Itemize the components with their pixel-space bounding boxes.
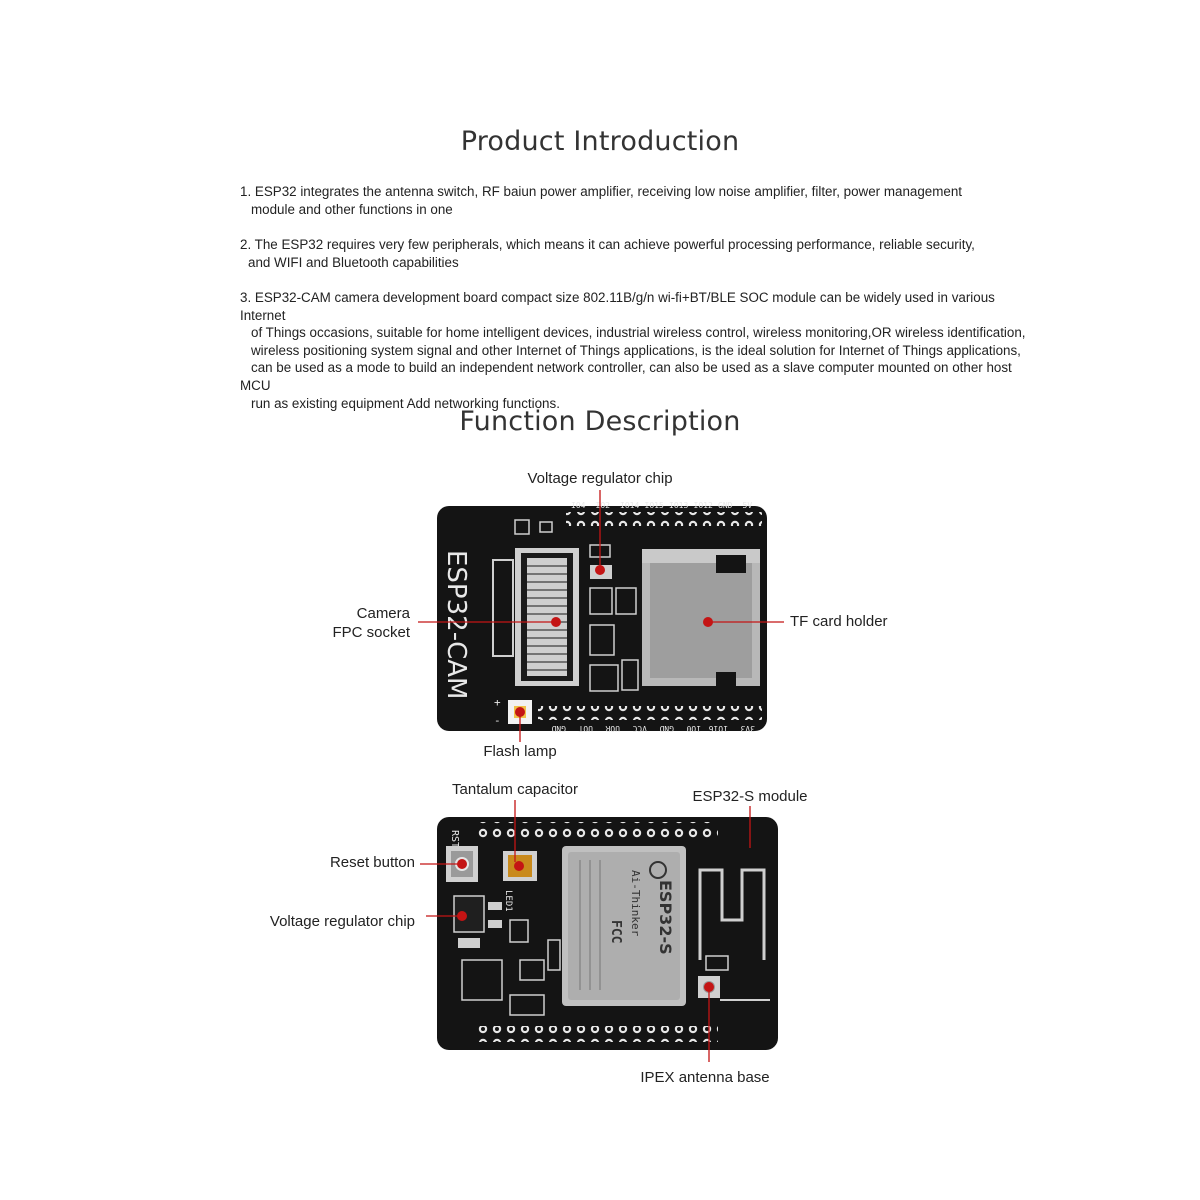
callout-camera-line1: Camera	[356, 605, 410, 622]
marker-dot	[551, 617, 561, 627]
para-line: wireless positioning system signal and o…	[251, 342, 1021, 358]
pin-label: IO0	[686, 724, 701, 733]
board-silkscreen-label: ESP32-CAM	[441, 550, 471, 699]
callout-voltage-regulator-back: Voltage regulator chip	[269, 913, 415, 930]
pcb-antenna	[698, 868, 766, 960]
pin-label: IO12	[694, 501, 713, 510]
top-pin-labels: IO4 IO2 IO14 IO15 IO13 IO12 GND 5V	[571, 501, 752, 510]
para-line: and WIFI and Bluetooth capabilities	[248, 254, 459, 270]
para-line: module and other functions in one	[251, 201, 453, 217]
pin-label: 3V3	[740, 724, 755, 733]
para-line: ESP32 integrates the antenna switch, RF …	[254, 184, 962, 199]
marker-dot	[457, 911, 467, 921]
module-label: ESP32-S	[656, 880, 675, 955]
marker-dot	[704, 982, 714, 992]
tf-card-holder	[642, 549, 760, 686]
section-title-intro: Product Introduction	[460, 126, 740, 157]
callout-reset-button: Reset button	[329, 854, 415, 871]
top-pin-header	[566, 512, 762, 526]
bottom-pin-header	[478, 1026, 718, 1042]
esp32s-module: ESP32-S Ai-Thinker FCC	[562, 846, 686, 1006]
section-title-function: Function Description	[459, 406, 741, 437]
pin-label: GND	[551, 724, 566, 733]
intro-paragraph-3: 3. ESP32-CAM camera development board co…	[240, 289, 1040, 412]
para-line: of Things occasions, suitable for home i…	[251, 325, 1026, 341]
pin-label: IO15	[645, 501, 664, 510]
leader-lines	[418, 490, 784, 742]
marker-dot	[703, 617, 713, 627]
para-number: 3.	[240, 290, 252, 305]
callout-tf-card: TF card holder	[790, 613, 888, 630]
pin-label: UOT	[578, 724, 593, 733]
module-label: Ai-Thinker	[629, 870, 642, 937]
svg-text:+: +	[494, 696, 501, 709]
callout-camera-line2: FPC socket	[332, 624, 410, 641]
led-silkscreen: LED1	[503, 890, 513, 912]
callout-voltage-regulator-front: Voltage regulator chip	[527, 470, 673, 487]
leader-lines	[420, 800, 751, 1062]
pin-label: UOR	[605, 724, 620, 733]
pin-label: IO16	[709, 724, 728, 733]
pin-label: 5V	[743, 501, 753, 510]
para-line: ESP32-CAM camera development board compa…	[240, 290, 995, 323]
intro-paragraph-1: 1. ESP32 integrates the antenna switch, …	[240, 183, 1040, 218]
bottom-pin-labels: 3V3 IO16 IO0 GND VCC UOR UOT GND	[551, 724, 755, 733]
callout-esp32s-module: ESP32-S module	[692, 788, 808, 805]
callout-ipex: IPEX antenna base	[640, 1069, 770, 1086]
pin-label: GND	[659, 724, 674, 733]
back-board: RST LED1	[420, 800, 778, 1062]
intro-paragraph-2: 2. The ESP32 requires very few periphera…	[240, 236, 1040, 271]
marker-dot	[457, 859, 467, 869]
top-pin-header	[478, 822, 718, 838]
pin-label: VCC	[632, 724, 647, 733]
rst-silkscreen: RST	[449, 830, 460, 848]
module-label: FCC	[608, 920, 623, 943]
svg-text:-: -	[494, 714, 501, 727]
camera-fpc-socket	[492, 548, 579, 686]
pin-label: IO14	[620, 501, 639, 510]
marker-dot	[515, 707, 525, 717]
pin-label: IO4	[571, 501, 586, 510]
pin-label: IO13	[669, 501, 688, 510]
para-number: 1.	[240, 184, 252, 199]
para-number: 2.	[240, 237, 252, 252]
callout-tantalum: Tantalum capacitor	[452, 781, 578, 798]
callout-flash-lamp: Flash lamp	[483, 743, 557, 760]
marker-dot	[595, 565, 605, 575]
para-line: run as existing equipment Add networking…	[251, 395, 560, 411]
pin-label: IO2	[596, 501, 611, 510]
para-line: can be used as a mode to build an indepe…	[240, 360, 1012, 393]
marker-dot	[514, 861, 524, 871]
bottom-pin-header	[538, 706, 762, 720]
pin-label: GND	[718, 501, 733, 510]
para-line: The ESP32 requires very few peripherals,…	[254, 237, 975, 252]
